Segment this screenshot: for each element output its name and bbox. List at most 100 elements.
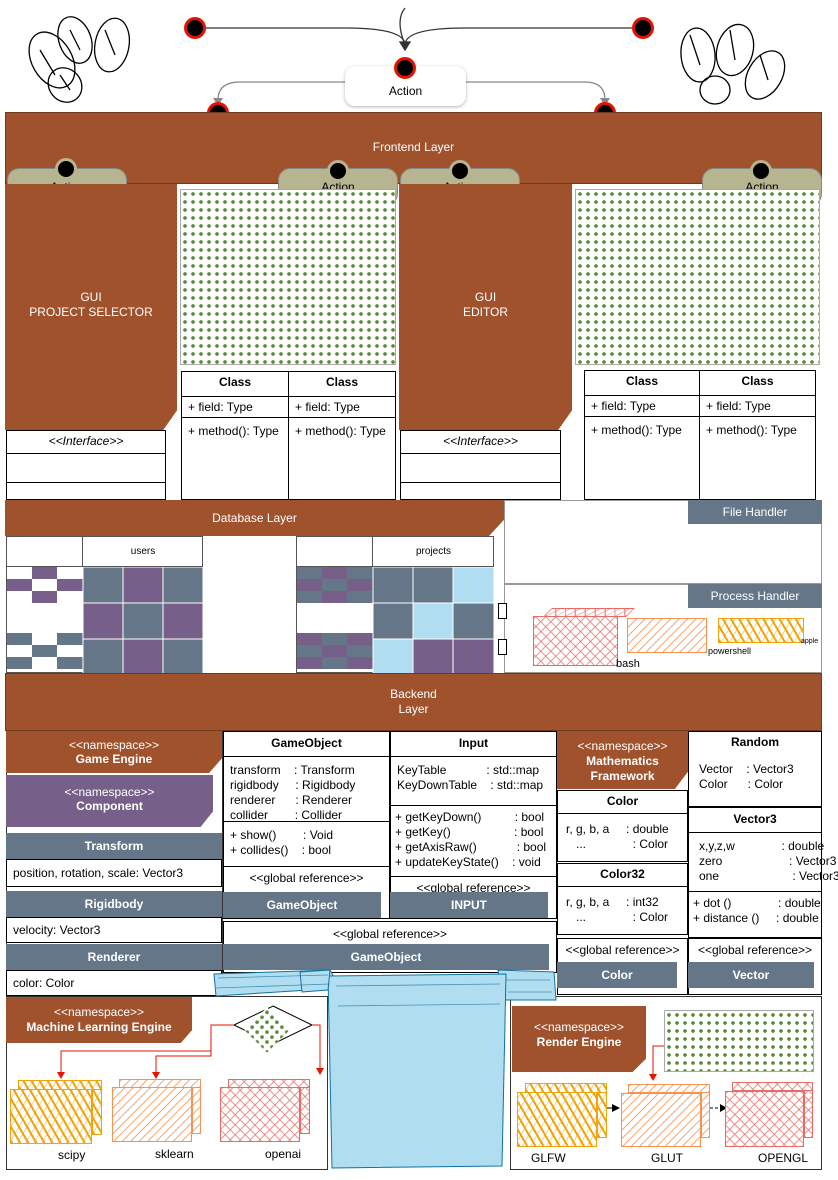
glut-cube[interactable] bbox=[621, 1093, 701, 1147]
class-box-3[interactable]: Class + field: Type + method(): Type bbox=[584, 370, 700, 500]
component-namespace[interactable]: <<namespace>> Component bbox=[6, 775, 213, 827]
class-field: + field: Type bbox=[289, 397, 395, 418]
color-class[interactable]: Color r, g, b, a : double ... : Color bbox=[557, 790, 688, 862]
gui-project-selector[interactable]: GUI PROJECT SELECTOR bbox=[5, 184, 177, 430]
ml-namespace[interactable]: <<namespace>> Machine Learning Engine bbox=[6, 997, 192, 1043]
users-grid bbox=[7, 567, 204, 674]
backend-layer-line2: Layer bbox=[398, 702, 429, 716]
connector-port-1 bbox=[498, 603, 507, 619]
glfw-cube-top bbox=[525, 1083, 607, 1093]
class-field: + field: Type bbox=[182, 397, 288, 418]
global-gameobject-tab[interactable]: GameObject bbox=[223, 944, 549, 970]
class-box-1[interactable]: Class + field: Type + method(): Type bbox=[181, 371, 289, 500]
sklearn-cube-top bbox=[119, 1079, 201, 1088]
file-handler-tab[interactable]: File Handler bbox=[688, 500, 822, 524]
game-engine-namespace[interactable]: <<namespace>> Game Engine bbox=[6, 731, 222, 773]
gameobject-ref-tab[interactable]: GameObject bbox=[223, 892, 381, 918]
process-handler-tab[interactable]: Process Handler bbox=[688, 584, 822, 608]
action-dot-4 bbox=[750, 160, 772, 182]
gui-project-selector-line2: PROJECT SELECTOR bbox=[29, 305, 153, 319]
scipy-cube[interactable] bbox=[10, 1089, 92, 1144]
color-fields: r, g, b, a : double ... : Color bbox=[566, 822, 669, 851]
class-title: Class bbox=[585, 371, 699, 396]
gui-editor[interactable]: GUI EDITOR bbox=[399, 184, 572, 430]
gameobject-title: GameObject bbox=[224, 732, 389, 757]
glfw-cube[interactable] bbox=[517, 1092, 597, 1147]
input-title: Input bbox=[391, 732, 556, 757]
input-ref-tab[interactable]: INPUT bbox=[390, 892, 548, 918]
scipy-label: scipy bbox=[58, 1148, 86, 1162]
input-class[interactable]: Input KeyTable : std::map KeyDownTable :… bbox=[390, 731, 557, 919]
render-name: Render Engine bbox=[536, 1035, 622, 1049]
preview-image-right bbox=[575, 189, 820, 365]
openai-cube-top bbox=[228, 1079, 310, 1088]
render-ns-label: <<namespace>> bbox=[533, 1020, 625, 1034]
random-class[interactable]: Random Vector : Vector3 Color : Color bbox=[688, 731, 822, 807]
users-table[interactable]: users bbox=[6, 536, 204, 674]
top-action-dot bbox=[394, 57, 416, 79]
input-fields: KeyTable : std::map KeyDownTable : std::… bbox=[391, 757, 556, 806]
input-methods: + getKeyDown() : bool + getKey() : bool … bbox=[391, 806, 556, 877]
projects-table[interactable]: projects bbox=[296, 536, 495, 674]
class-method: + method(): Type bbox=[591, 423, 682, 437]
ml-ns-label: <<namespace>> bbox=[53, 1005, 145, 1019]
component-ns-label: <<namespace>> bbox=[64, 785, 155, 799]
light-blue-connector bbox=[213, 969, 557, 1169]
class-box-4[interactable]: Class + field: Type + method(): Type bbox=[699, 370, 816, 500]
gui-editor-line1: GUI bbox=[474, 290, 497, 304]
math-name-line2: Framework bbox=[590, 769, 655, 783]
class-method: + method(): Type bbox=[188, 424, 279, 438]
sklearn-label: sklearn bbox=[155, 1147, 194, 1161]
color-ref-tab[interactable]: Color bbox=[557, 962, 677, 988]
opengl-label: OPENGL bbox=[758, 1151, 809, 1165]
transform-field: position, rotation, scale: Vector3 bbox=[13, 866, 184, 880]
powershell-cube[interactable] bbox=[627, 618, 707, 653]
action-dot-3 bbox=[449, 160, 471, 182]
global-gameobject-ref: <<global reference>> bbox=[332, 927, 448, 941]
top-action-node[interactable]: Action bbox=[345, 66, 466, 106]
vector-global-ref-label: <<global reference>> bbox=[697, 943, 813, 957]
gameobject-global-ref: <<global reference>> bbox=[249, 871, 364, 885]
apple-cube[interactable] bbox=[718, 618, 804, 643]
component-name: Component bbox=[76, 799, 143, 813]
start-node-right bbox=[632, 17, 654, 39]
interface-label: <<Interface>> bbox=[401, 431, 560, 454]
connector-port-2 bbox=[498, 639, 507, 655]
class-method: + method(): Type bbox=[706, 423, 797, 437]
render-namespace[interactable]: <<namespace>> Render Engine bbox=[512, 1006, 646, 1072]
rigidbody-header[interactable]: Rigidbody bbox=[6, 891, 222, 917]
rigidbody-body: velocity: Vector3 bbox=[6, 917, 222, 943]
class-title: Class bbox=[289, 372, 395, 397]
opengl-cube[interactable] bbox=[725, 1091, 804, 1147]
powershell-label: powershell bbox=[708, 646, 752, 656]
vector-ref-tab[interactable]: Vector bbox=[688, 962, 814, 988]
projects-grid bbox=[297, 567, 495, 674]
glut-cube-top bbox=[628, 1084, 710, 1093]
sklearn-cube[interactable] bbox=[112, 1087, 192, 1142]
transform-header[interactable]: Transform bbox=[6, 833, 222, 859]
class-title: Class bbox=[700, 371, 815, 396]
scipy-cube-top bbox=[18, 1080, 102, 1090]
color-global-ref-label: <<global reference>> bbox=[565, 943, 680, 957]
game-engine-name: Game Engine bbox=[75, 752, 153, 766]
top-action-label: Action bbox=[388, 84, 423, 98]
vector3-methods: + dot () : double + distance () : double bbox=[693, 896, 821, 925]
action-dot-2 bbox=[327, 160, 349, 182]
gui-editor-line2: EDITOR bbox=[462, 305, 509, 319]
class-box-2[interactable]: Class + field: Type + method(): Type bbox=[288, 371, 396, 500]
random-title: Random bbox=[731, 735, 779, 749]
math-namespace[interactable]: <<namespace>> Mathematics Framework bbox=[557, 731, 688, 789]
math-ns-label: <<namespace>> bbox=[577, 739, 668, 753]
glut-label: GLUT bbox=[651, 1151, 684, 1165]
backend-layer: Backend Layer bbox=[5, 673, 822, 731]
gameobject-class[interactable]: GameObject transform : Transform rigidbo… bbox=[223, 731, 390, 919]
bash-cube[interactable] bbox=[533, 616, 618, 666]
vector3-class[interactable]: Vector3 x,y,z,w : double zero : Vector3 … bbox=[688, 807, 838, 938]
interface-label: <<Interface>> bbox=[7, 431, 165, 454]
color-title: Color bbox=[558, 791, 687, 814]
color32-class[interactable]: Color32 r, g, b, a : int32 ... : Color bbox=[557, 863, 688, 935]
bash-label: bash bbox=[616, 658, 640, 670]
interface-box-right: <<Interface>> bbox=[400, 430, 561, 500]
renderer-header[interactable]: Renderer bbox=[6, 944, 222, 970]
input-global-ref: <<global reference>> bbox=[416, 881, 531, 895]
